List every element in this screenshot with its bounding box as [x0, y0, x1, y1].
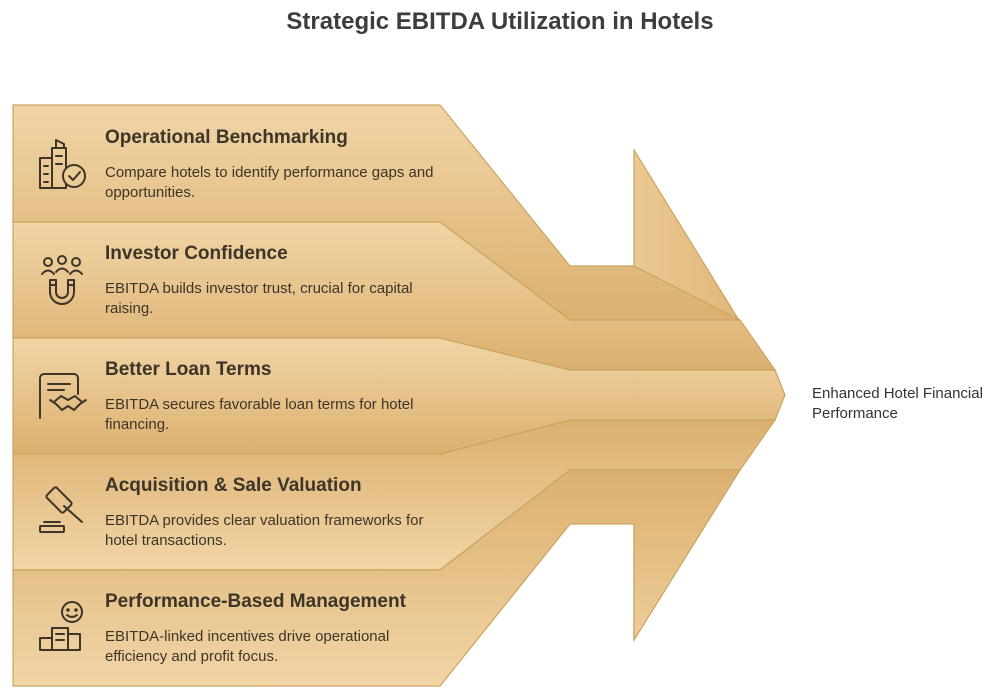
outcome-label: Enhanced Hotel Financial Performance [812, 385, 983, 422]
item-description: EBITDA secures favorable loan terms for … [105, 396, 414, 433]
item-title: Better Loan Terms [105, 359, 272, 380]
contract-handshake-icon [39, 373, 87, 419]
item-description: EBITDA provides clear valuation framewor… [105, 512, 424, 549]
item-operational-benchmarking: Operational Benchmarking Compare hotels … [105, 127, 450, 203]
item-title: Acquisition & Sale Valuation [105, 475, 362, 496]
item-description: EBITDA builds investor trust, crucial fo… [105, 280, 413, 317]
item-better-loan-terms: Better Loan Terms EBITDA secures favorab… [105, 359, 450, 435]
people-magnet-icon [41, 255, 83, 305]
building-check-icon [39, 139, 86, 189]
item-title: Operational Benchmarking [105, 127, 348, 148]
item-title: Investor Confidence [105, 243, 288, 264]
gavel-icon [39, 486, 83, 533]
item-investor-confidence: Investor Confidence EBITDA builds invest… [105, 243, 450, 319]
smiley-building-icon [39, 601, 83, 651]
item-description: Compare hotels to identify performance g… [105, 164, 434, 201]
diagram-title: Strategic EBITDA Utilization in Hotels [286, 8, 714, 35]
item-description: EBITDA-linked incentives drive operation… [105, 628, 390, 665]
item-acquisition-sale-valuation: Acquisition & Sale Valuation EBITDA prov… [105, 475, 450, 551]
item-title: Performance-Based Management [105, 591, 406, 612]
band-performance-based-management [12, 469, 742, 687]
item-performance-based-management: Performance-Based Management EBITDA-link… [105, 591, 450, 667]
